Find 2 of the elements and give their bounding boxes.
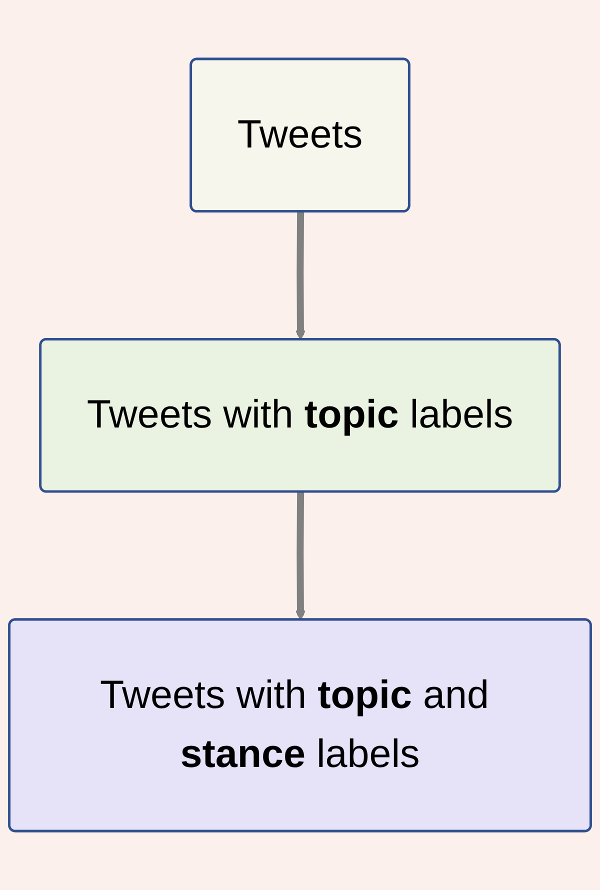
arrow — [295, 212, 306, 340]
arrow — [295, 492, 306, 620]
